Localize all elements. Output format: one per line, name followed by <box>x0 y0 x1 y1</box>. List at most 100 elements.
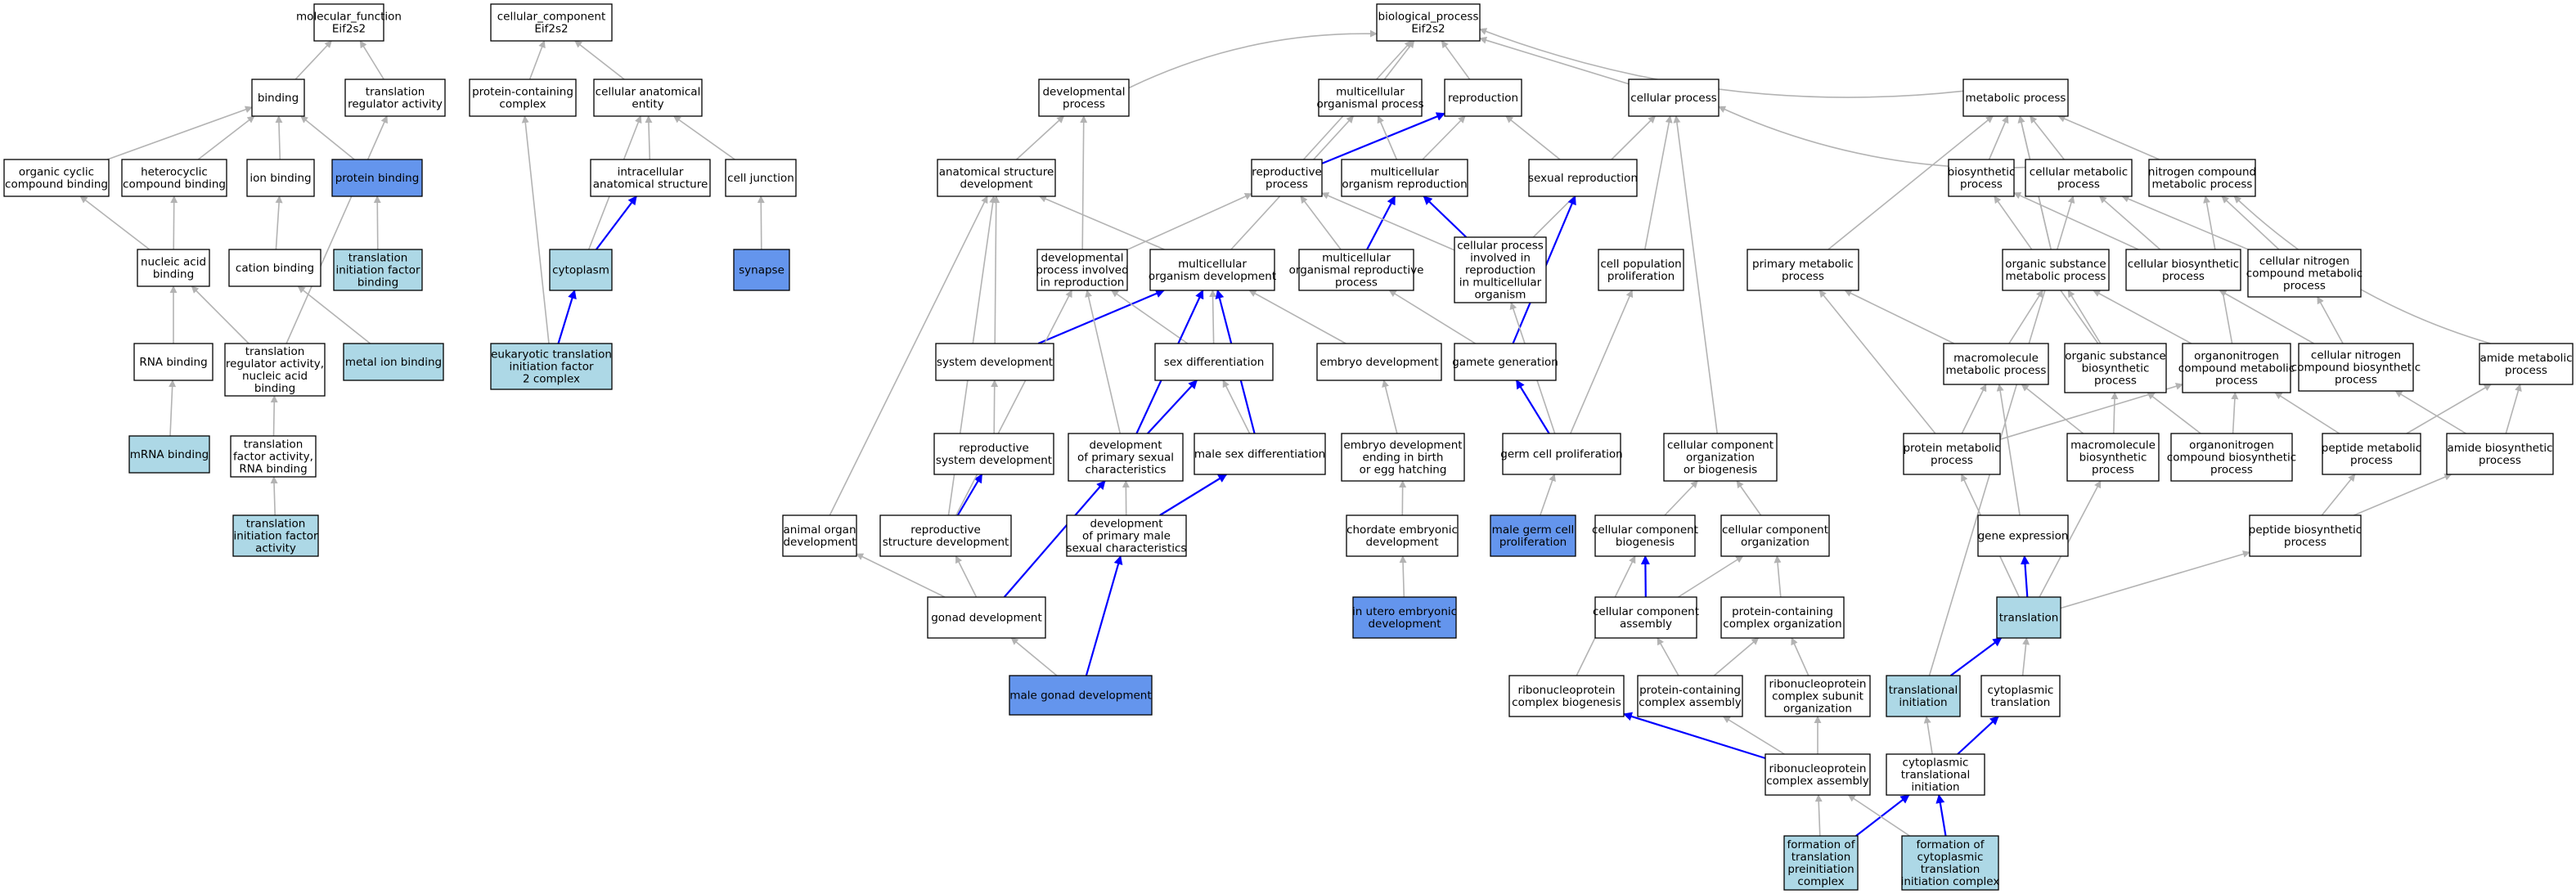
node-germ-cell-prolif[interactable]: germ cell proliferation <box>1500 433 1623 475</box>
node-formation-pic[interactable]: formation oftranslationpreinitiationcomp… <box>1783 835 1859 891</box>
node-metal-ion-binding[interactable]: metal ion binding <box>343 343 444 381</box>
node-cation-binding[interactable]: cation binding <box>228 249 321 287</box>
node-cytoplasm[interactable]: cytoplasm <box>549 249 613 291</box>
node-gamete-generation[interactable]: gamete generation <box>1452 343 1558 381</box>
node-rna-binding[interactable]: RNA binding <box>133 343 214 381</box>
node-gonad-development[interactable]: gonad development <box>927 596 1046 639</box>
node-label: initiation complex <box>1901 875 2000 888</box>
node-formation-cytoplasmic[interactable]: formation ofcytoplasmictranslationinitia… <box>1901 835 2000 891</box>
node-label: organic substance <box>2065 350 2165 363</box>
node-box <box>251 79 305 117</box>
edge-het_cmp_bind-to-binding <box>197 115 255 160</box>
node-cell-junction[interactable]: cell junction <box>725 159 797 197</box>
node-synapse[interactable]: synapse <box>733 249 790 291</box>
node-ion-binding[interactable]: ion binding <box>246 159 315 197</box>
node-male-sex-diff[interactable]: male sex differentiation <box>1194 433 1326 475</box>
node-sex-differentiation[interactable]: sex differentiation <box>1154 343 1274 381</box>
node-translation[interactable]: translation <box>1996 596 2061 639</box>
node-box <box>469 79 577 117</box>
edges-layer <box>79 28 2522 837</box>
node-label: ribonucleoprotein <box>1769 762 1867 775</box>
node-system-development[interactable]: system development <box>935 343 1054 381</box>
node-reproduction[interactable]: reproduction <box>1444 79 1522 117</box>
node-protein-binding[interactable]: protein binding <box>331 159 423 197</box>
node-binding[interactable]: binding <box>251 79 305 117</box>
node-gene-expression[interactable]: gene expression <box>1977 514 2069 557</box>
node-cellular-process[interactable]: cellular process <box>1628 79 1720 117</box>
node-male-gonad-dev[interactable]: male gonad development <box>1009 675 1153 716</box>
node-embryo-development[interactable]: embryo development <box>1316 343 1442 381</box>
node-label: complex biogenesis <box>1512 696 1621 709</box>
node-box <box>1943 343 2049 385</box>
node-label: in utero embryonic <box>1352 605 1457 618</box>
node-metabolic-process[interactable]: metabolic process <box>1962 79 2069 117</box>
node-sexual-reproduction[interactable]: sexual reproduction <box>1528 159 1638 197</box>
node-mrna-binding[interactable]: mRNA binding <box>128 435 210 474</box>
